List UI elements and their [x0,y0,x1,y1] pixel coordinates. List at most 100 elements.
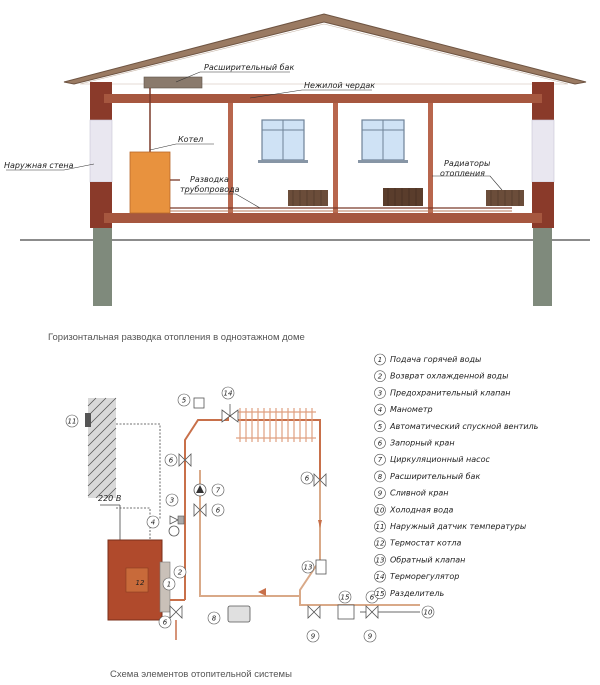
left-wall-insulation [89,119,113,183]
system-schematic: 11 5 14 6 7 3 6 4 6 13 2 1 8 6 15 6 10 9… [65,353,539,643]
callout-4: 4 [151,519,155,527]
legend-text: Подача горячей воды [390,355,481,364]
callout-6b-circle [211,503,225,517]
callout-1-circle [162,577,176,591]
expansion-tank [143,76,203,89]
legend-number: 4 [378,406,382,414]
callout-13: 13 [304,564,313,572]
roof [63,13,587,85]
roof-underside [79,23,569,85]
radiator-3 [486,190,524,206]
callout-9b: 9 [368,633,373,641]
manometer-4 [168,525,180,537]
caption-top: Горизонтальная разводка отопления в одно… [48,332,305,343]
label-piping-2: трубопровода [180,185,240,194]
callout-5-circle [177,393,191,407]
legend-item: 11 Наружный датчик температуры [374,520,526,533]
shutoff-valve-6-right [313,473,327,487]
safety-valve-3 [169,515,185,525]
label-expansion-tank: Расширительный бак [204,63,294,72]
boiler-thermostat [125,567,149,593]
callout-6a-circle [164,453,178,467]
legend-text: Терморегулятор [390,572,459,581]
callout-4-circle [146,515,160,529]
legend-text: Предохранительный клапан [390,388,511,397]
legend-number-circle [374,470,386,483]
callout-8-circle [207,611,221,625]
window-1 [258,119,308,163]
drain-valve-9-left [307,605,321,619]
thermoregulator-14 [221,404,239,423]
legend-number-circle [374,420,386,433]
callout-5: 5 [182,397,187,405]
outdoor-sensor [85,413,91,427]
legend-text: Сливной кран [390,489,449,498]
leader-expansion-tank [175,71,290,83]
legend-number: 11 [376,523,385,531]
leader-boiler [149,143,214,151]
legend-number-circle [374,403,386,416]
legend-number: 8 [378,473,383,481]
callout-2-circle [173,565,187,579]
legend-number-circle [374,353,386,366]
callout-9a: 9 [311,633,316,641]
control-wiring [116,423,161,540]
legend-text: Наружный датчик температуры [390,522,526,531]
callout-13-circle [301,560,315,574]
callout-14: 14 [224,390,233,398]
legend-number: 2 [378,373,383,381]
return-loop [199,470,420,606]
legend-text: Разделитель [390,589,444,598]
legend-text: Расширительный бак [390,472,480,481]
separator-15 [337,604,355,620]
flow-arrows [258,520,322,596]
callout-9b-circle [363,629,377,643]
legend-number-circle [374,503,386,516]
callout-15: 15 [341,594,350,602]
legend-text: Возврат охлажденной воды [390,372,508,381]
legend-number-circle [374,453,386,466]
shutoff-valve-6-mid [193,503,207,517]
callout-6a: 6 [169,457,174,465]
legend-item: 14 Терморегулятор [374,570,459,583]
supply-loop [170,415,321,601]
right-wall-top [532,82,554,120]
label-attic: Нежилой чердак [304,81,375,90]
legend-text: Манометр [390,405,433,414]
leader-piping [184,193,261,209]
legend-number: 14 [376,573,385,581]
floor-slab [104,213,542,223]
voltage-label: 220 В [98,494,121,503]
label-boiler: Котел [178,135,203,144]
check-valve-13 [315,559,327,575]
callout-6d: 6 [163,619,168,627]
legend-text: Циркуляционный насос [390,455,490,464]
callout-8: 8 [212,615,217,623]
air-vent-5 [193,397,205,409]
legend-number: 1 [378,356,382,364]
boiler [129,151,171,214]
legend-number: 13 [376,556,385,564]
callout-6c: 6 [305,475,310,483]
label-outer-wall: Наружная стена [4,161,74,170]
left-wall-top [90,82,112,120]
label-piping-1: Разводка [190,175,229,184]
radiator-2 [383,188,423,206]
callout-11: 11 [68,418,77,426]
leader-attic [249,89,372,99]
legend-number-circle [374,437,386,449]
callout-1: 1 [167,581,171,589]
callout-2: 2 [178,569,183,577]
interior-post-1 [228,103,233,213]
legend-item: 2 Возврат охлажденной воды [374,370,508,383]
outer-wall-block [88,398,116,498]
label-radiators-1: Радиаторы [444,159,490,168]
callout-6b: 6 [216,507,221,515]
callout-15-circle [338,590,352,604]
